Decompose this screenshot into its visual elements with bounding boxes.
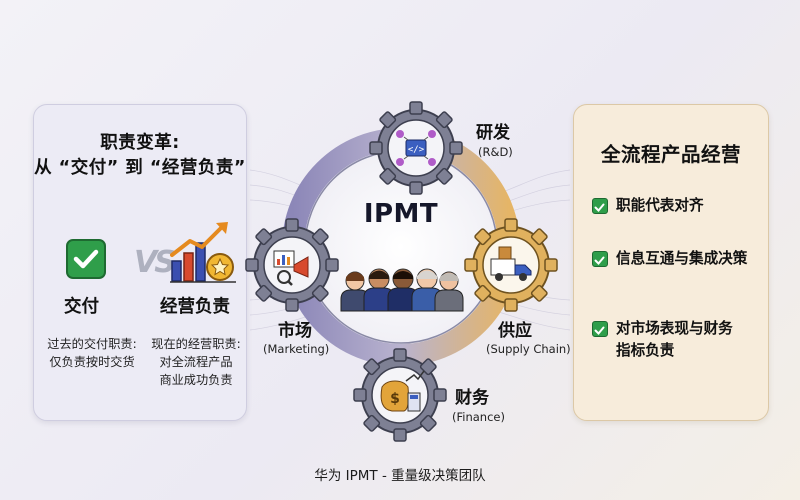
money-bag-icon: $ xyxy=(380,370,425,412)
finance-sublabel: (Finance) xyxy=(452,410,505,424)
label-delivery: 交付 xyxy=(64,297,99,317)
ipmt-gear-diagram: </> xyxy=(245,101,558,442)
megaphone-icon xyxy=(273,250,309,286)
panel-title-line2: 从 “交付” 到 “经营负责” xyxy=(34,158,246,178)
rd-sublabel: (R&D) xyxy=(478,145,513,159)
gear-marketing xyxy=(245,218,339,312)
svg-text:$: $ xyxy=(390,391,400,407)
ipmt-title: IPMT xyxy=(363,199,439,229)
team-people-icon xyxy=(340,268,464,312)
supply-chain-sublabel: (Supply Chain) xyxy=(486,342,571,356)
circuit-icon: </> xyxy=(396,130,436,166)
vs-mark: VS xyxy=(134,245,176,280)
marketing-sublabel: (Marketing) xyxy=(263,342,330,356)
responsibility-change-panel: 职责变革: 从 “交付” 到 “经营负责” VS 交付 经营负责 过去的交付职责… xyxy=(33,104,247,421)
svg-text:</>: </> xyxy=(408,145,425,155)
full-process-product-management-panel: 全流程产品经营 职能代表对齐 信息互通与集成决策 对市场表现与财务 指标负责 xyxy=(573,104,769,421)
current-responsibility-desc: 现在的经营职责: 对全流程产品 商业成功负责 xyxy=(151,337,241,387)
marketing-label: 市场 xyxy=(278,321,312,341)
growth-chart-icon xyxy=(170,222,236,283)
panel-title-line1: 职责变革: xyxy=(100,133,180,153)
truck-icon xyxy=(490,246,532,281)
finance-label: 财务 xyxy=(455,388,489,408)
label-business-responsibility: 经营负责 xyxy=(160,297,230,317)
diagram-caption: 华为 IPMT - 重量级决策团队 xyxy=(314,468,486,484)
rd-label: 研发 xyxy=(476,123,510,143)
past-responsibility-desc: 过去的交付职责: 仅负责按时交货 xyxy=(47,337,137,369)
checkbox-checked-icon xyxy=(592,251,608,267)
checkbox-checked-icon xyxy=(592,321,608,337)
right-panel-title: 全流程产品经营 xyxy=(600,143,741,166)
gear-finance: $ xyxy=(353,348,447,442)
gear-supply-chain xyxy=(464,218,558,312)
gear-rd: </> xyxy=(369,101,463,195)
checkmark-icon xyxy=(66,239,106,279)
supply-chain-label: 供应 xyxy=(498,321,532,341)
checkbox-checked-icon xyxy=(592,198,608,214)
